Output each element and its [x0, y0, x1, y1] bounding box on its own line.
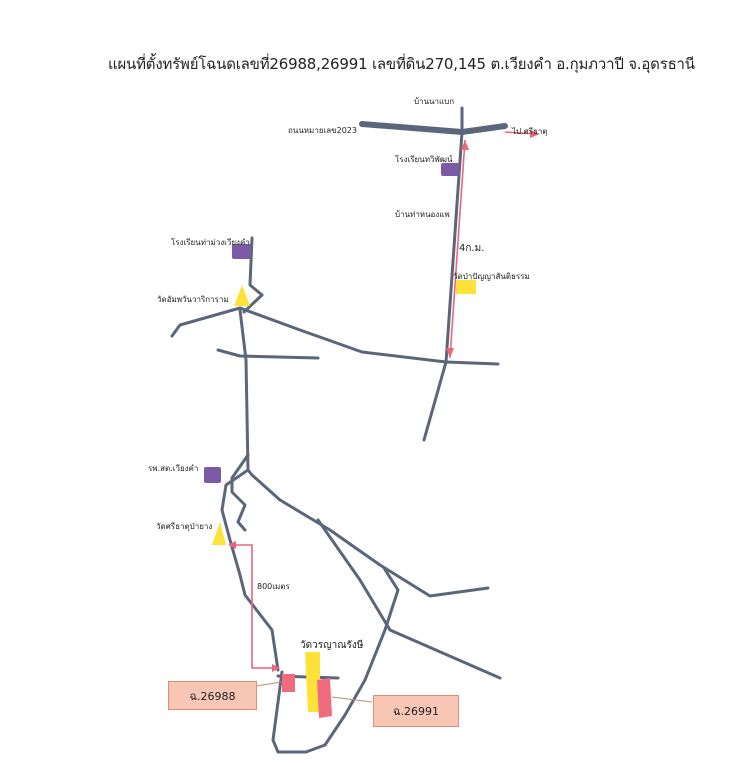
label-to-si-that: ไป.ศรีธาตุ: [512, 127, 548, 136]
label-wat-pa-panya: วัดป่าปัญญาสันติธรรม: [453, 272, 530, 281]
label-ban-na-baek: บ้านนาแบก: [414, 97, 455, 106]
road-loop-north: [242, 236, 264, 314]
temple-marker-yan: [305, 652, 320, 712]
to-si-that-arrowhead: [530, 130, 540, 138]
road-south-from-junction: [422, 360, 448, 442]
distance-800m-arrow-right: [272, 664, 280, 672]
road-hall-cross: [216, 348, 320, 360]
distance-800m-arrow-left: [228, 541, 236, 549]
road-diagonal-se: [316, 518, 502, 680]
map-title: แผนที่ตั้งทรัพย์โฉนดเลขที่26988,26991 เล…: [108, 55, 695, 73]
label-distance-800m: 800เมตร: [257, 582, 290, 591]
markers: [204, 163, 476, 718]
leader-parcel-2: [331, 696, 373, 703]
parcel-marker-26988: [282, 674, 295, 692]
label-school-tha-muang: โรงเรียนท่าม่วงเวียงคำ: [171, 238, 250, 247]
road-central-spine: [238, 308, 254, 477]
road-lower-east: [271, 628, 387, 754]
hospital-marker: [204, 467, 221, 483]
label-distance-4km: 4ก.ม.: [459, 243, 485, 254]
school-marker-tha-muang: [232, 244, 251, 259]
leader-parcel-1: [255, 681, 283, 687]
label-school-thiphamn: โรงเรียนทวิพัฒน์: [395, 155, 453, 164]
distance-4km-line: [449, 139, 466, 359]
distance-800m-line: [232, 544, 276, 669]
temple-marker-si-that: [212, 522, 226, 545]
road-diagonal-east: [250, 473, 490, 598]
label-wat-yan: วัดวรญาณรังษี: [300, 640, 364, 651]
label-ban-tha-nong-khae: บ้านท่าหนองแพ: [395, 210, 450, 219]
label-hospital: รพ.สต.เวียงคำ: [148, 464, 199, 473]
highway-2023: [359, 121, 508, 135]
label-wat-umphon: วัดอัมพวันวาริการาม: [157, 295, 229, 304]
distance-4km-arrow-bottom: [446, 348, 454, 358]
road-west-east: [238, 306, 448, 364]
main-road-north: [444, 106, 464, 364]
distance-4km-arrow-top: [461, 140, 469, 150]
label-highway: ถนนหมายเลข2023: [288, 126, 357, 135]
road-west-loop: [230, 453, 250, 532]
leader-lines: [255, 681, 373, 703]
road-west-southern: [220, 468, 280, 672]
temple-marker-umphon: [234, 285, 250, 306]
distance-markers: [228, 130, 540, 672]
parcel-label-26991: ฉ.26991: [373, 695, 459, 727]
roads: [170, 106, 508, 754]
label-wat-si-that: วัดศรีธาตุป่ายาง: [156, 522, 213, 531]
road-spur-east: [382, 566, 400, 632]
parcel-marker-26991: [317, 678, 332, 718]
road-west-spur: [170, 306, 242, 338]
school-marker-thiphamn: [441, 163, 459, 176]
parcel-label-26988: ฉ.26988: [168, 681, 257, 710]
temple-marker-pa-panya: [456, 280, 476, 294]
road-east-junction: [444, 360, 500, 366]
